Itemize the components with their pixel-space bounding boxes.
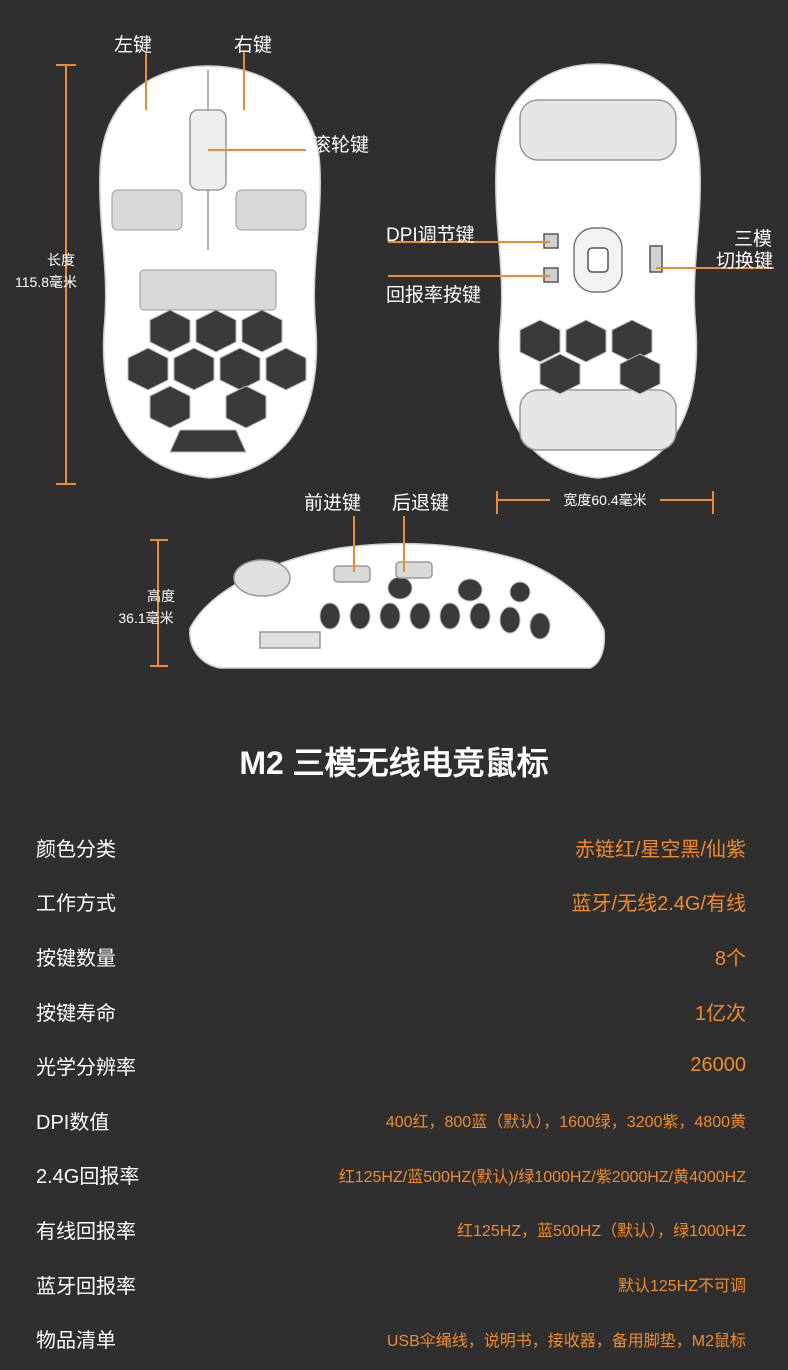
spec-key: 工作方式 — [36, 893, 116, 916]
spec-value: 400红，800蓝（默认），1600绿，3200紫，4800黄 — [385, 1114, 746, 1132]
top-view-callouts — [145, 52, 306, 151]
spec-row: 按键寿命 1亿次 — [36, 984, 746, 1039]
product-title: M2 三模无线电竞鼠标 — [239, 745, 549, 781]
mode-switch-label-line1: 三模 — [734, 229, 773, 250]
spec-row: 光学分辨率 26000 — [36, 1038, 746, 1093]
polling-button-label: 回报率按键 — [386, 285, 482, 306]
spec-row: 按键数量 8个 — [36, 929, 746, 984]
spec-table: 颜色分类 赤链红/星空黑/仙紫 工作方式 蓝牙/无线2.4G/有线 按键数量 8… — [36, 820, 746, 1366]
spec-key: 蓝牙回报率 — [36, 1275, 136, 1298]
spec-key: 光学分辨率 — [36, 1057, 136, 1080]
spec-key: 有线回报率 — [36, 1220, 136, 1243]
spec-value: 1亿次 — [694, 1002, 746, 1025]
length-dimension-line — [56, 64, 76, 485]
spec-value: 蓝牙/无线2.4G/有线 — [571, 893, 746, 916]
spec-row: 物品清单 USB伞绳线，说明书，接收器，备用脚垫，M2鼠标 — [36, 1311, 746, 1366]
mouse-illustrations — [56, 52, 774, 669]
spec-row: 蓝牙回报率 默认125HZ不可调 — [36, 1257, 746, 1312]
bottom-view-callouts — [388, 241, 774, 277]
length-value: 115.8毫米 — [15, 274, 77, 290]
width-label: 宽度60.4毫米 — [563, 492, 647, 508]
mouse-bottom-view — [495, 63, 701, 479]
spec-key: DPI数值 — [36, 1111, 110, 1134]
spec-key: 物品清单 — [36, 1330, 116, 1353]
spec-key: 按键数量 — [36, 947, 116, 970]
mouse-side-view — [189, 542, 606, 669]
right-button-label: 右键 — [234, 35, 273, 56]
spec-row: 工作方式 蓝牙/无线2.4G/有线 — [36, 875, 746, 930]
spec-row: 颜色分类 赤链红/星空黑/仙紫 — [36, 820, 746, 875]
height-dimension-line — [150, 539, 168, 667]
side-view-callouts — [353, 516, 405, 572]
forward-button-label: 前进键 — [304, 493, 362, 514]
spec-value: 赤链红/星空黑/仙紫 — [574, 838, 746, 861]
width-dimension-line — [496, 491, 714, 514]
height-label: 高度 — [147, 588, 175, 604]
spec-key: 按键寿命 — [36, 1002, 116, 1025]
scroll-wheel-label: 滚轮键 — [312, 135, 370, 156]
spec-value: 红125HZ/蓝500HZ(默认)/绿1000HZ/紫2000HZ/黄4000H… — [338, 1168, 746, 1186]
spec-key: 颜色分类 — [36, 838, 116, 861]
mode-switch-label-line2: 切换键 — [716, 251, 774, 272]
length-label: 长度 — [47, 252, 75, 268]
spec-row: 2.4G回报率 红125HZ/蓝500HZ(默认)/绿1000HZ/紫2000H… — [36, 1148, 746, 1203]
product-diagram: 左键 右键 滚轮键 长度 115.8毫米 DPI调节键 回报率按键 三模 切换键… — [15, 35, 774, 669]
spec-row: 有线回报率 红125HZ，蓝500HZ（默认），绿1000HZ — [36, 1202, 746, 1257]
mouse-top-view — [99, 65, 321, 479]
height-value: 36.1毫米 — [118, 610, 174, 626]
dpi-button-label: DPI调节键 — [386, 225, 475, 246]
spec-value: 默认125HZ不可调 — [617, 1278, 746, 1296]
spec-value: 26000 — [690, 1054, 746, 1077]
spec-value: 8个 — [714, 947, 746, 970]
spec-value: 红125HZ，蓝500HZ（默认），绿1000HZ — [457, 1223, 746, 1241]
back-button-label: 后退键 — [392, 493, 450, 514]
spec-row: DPI数值 400红，800蓝（默认），1600绿，3200紫，4800黄 — [36, 1093, 746, 1148]
left-button-label: 左键 — [114, 35, 153, 56]
spec-value: USB伞绳线，说明书，接收器，备用脚垫，M2鼠标 — [386, 1332, 746, 1350]
spec-key: 2.4G回报率 — [36, 1166, 140, 1189]
